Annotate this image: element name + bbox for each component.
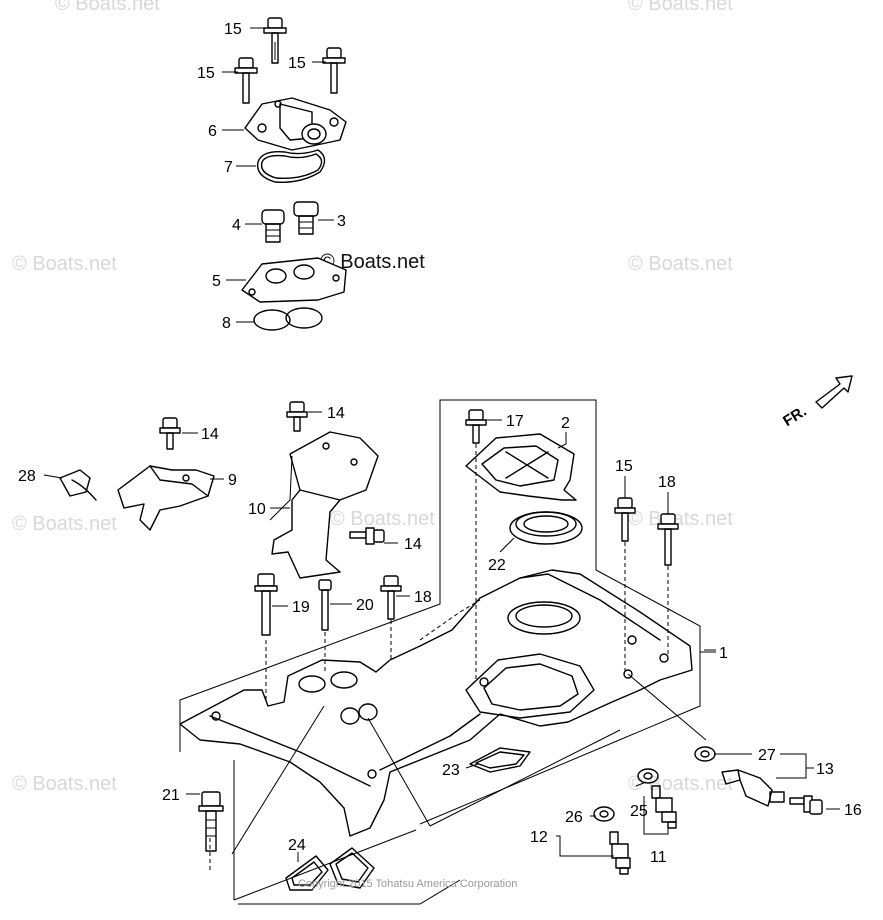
cylinder-cover-1 — [179, 569, 693, 837]
gasket-7 — [256, 149, 326, 183]
bolt-15b — [234, 57, 258, 104]
watermark: © Boats.net — [330, 508, 435, 530]
watermark: © Boats.net — [628, 508, 733, 530]
clamp-28 — [59, 469, 97, 501]
alignment-lines — [209, 444, 707, 870]
watermark: © Boats.net — [628, 0, 733, 15]
watermark: © Boats.net — [12, 773, 117, 795]
watermark-center: © Boats.net — [320, 251, 425, 273]
bolt-17 — [465, 409, 487, 444]
callout-18: 18 — [658, 474, 676, 491]
cover-2 — [465, 433, 577, 501]
bracket-9 — [117, 465, 215, 531]
copyright-notice: Copyright 2015 Tohatsu America Corporati… — [298, 878, 517, 890]
callout-16: 16 — [844, 802, 862, 819]
callout-19: 19 — [292, 599, 310, 616]
callout-21: 21 — [162, 787, 180, 804]
bolt-14a — [159, 417, 181, 450]
washer-26 — [593, 806, 615, 822]
callout-15: 15 — [224, 21, 242, 38]
callout-14: 14 — [404, 536, 422, 553]
callout-5: 5 — [212, 273, 221, 290]
watermark: © Boats.net — [55, 0, 160, 15]
callout-3: 3 — [337, 213, 346, 230]
front-direction-arrow: FR. — [780, 375, 853, 430]
bolt-19 — [254, 573, 278, 636]
callout-12: 12 — [530, 829, 548, 846]
watermark: © Boats.net — [12, 253, 117, 275]
bolt-20 — [318, 579, 332, 631]
bracket-10 — [271, 431, 379, 579]
callout-27: 27 — [758, 747, 776, 764]
frame-lines — [179, 399, 716, 905]
callout-6: 6 — [208, 123, 217, 140]
callout-8: 8 — [222, 315, 231, 332]
callout-15: 15 — [288, 55, 306, 72]
callout-20: 20 — [356, 597, 374, 614]
callout-23: 23 — [442, 762, 460, 779]
thermostat-housing-5 — [241, 257, 347, 303]
bolt-16 — [789, 795, 823, 815]
callout-15: 15 — [197, 65, 215, 82]
callout-4: 4 — [232, 217, 241, 234]
callout-7: 7 — [224, 159, 233, 176]
callout-1: 1 — [719, 645, 728, 662]
callout-22: 22 — [488, 557, 506, 574]
watermarks: © Boats.net © Boats.net © Boats.net © Bo… — [12, 0, 733, 795]
watermark: © Boats.net — [628, 253, 733, 275]
callout-24: 24 — [288, 837, 306, 854]
bolt-15c — [322, 47, 346, 94]
thermostat-cover-6 — [244, 97, 347, 151]
bolt-15a — [263, 17, 287, 64]
callout-10: 10 — [248, 501, 266, 518]
callout-leaders — [43, 27, 840, 862]
sensor-13 — [721, 769, 785, 807]
bolt-21 — [198, 791, 224, 852]
callout-14: 14 — [201, 426, 219, 443]
callout-17: 17 — [506, 413, 524, 430]
o-rings-8 — [253, 307, 323, 331]
bolt-18b — [380, 575, 402, 620]
sensor-11 — [651, 785, 677, 829]
washer-27 — [694, 746, 716, 762]
callouts: 15 15 15 6 7 4 3 5 8 14 14 17 2 28 9 10 … — [18, 21, 862, 866]
callout-2: 2 — [561, 415, 570, 432]
front-label: FR. — [780, 403, 810, 430]
washer-25 — [637, 768, 659, 784]
watermark: © Boats.net — [628, 773, 733, 795]
bolt-18a — [657, 513, 679, 566]
callout-15: 15 — [615, 458, 633, 475]
watermark: © Boats.net — [12, 513, 117, 535]
callout-9: 9 — [228, 472, 237, 489]
sensor-12 — [609, 831, 631, 875]
oil-seal-22 — [509, 511, 583, 545]
gaskets-24 — [285, 847, 375, 891]
callout-14: 14 — [327, 405, 345, 422]
callout-26: 26 — [565, 809, 583, 826]
callout-28: 28 — [18, 468, 36, 485]
callout-25: 25 — [630, 803, 648, 820]
callout-13: 13 — [816, 761, 834, 778]
thermostat-4 — [261, 209, 285, 243]
bolt-14b — [286, 401, 308, 432]
bolt-14c — [349, 527, 385, 545]
gasket-23 — [469, 747, 531, 773]
thermostat-3 — [293, 201, 319, 235]
callout-11: 11 — [650, 849, 667, 866]
callout-18: 18 — [414, 589, 432, 606]
